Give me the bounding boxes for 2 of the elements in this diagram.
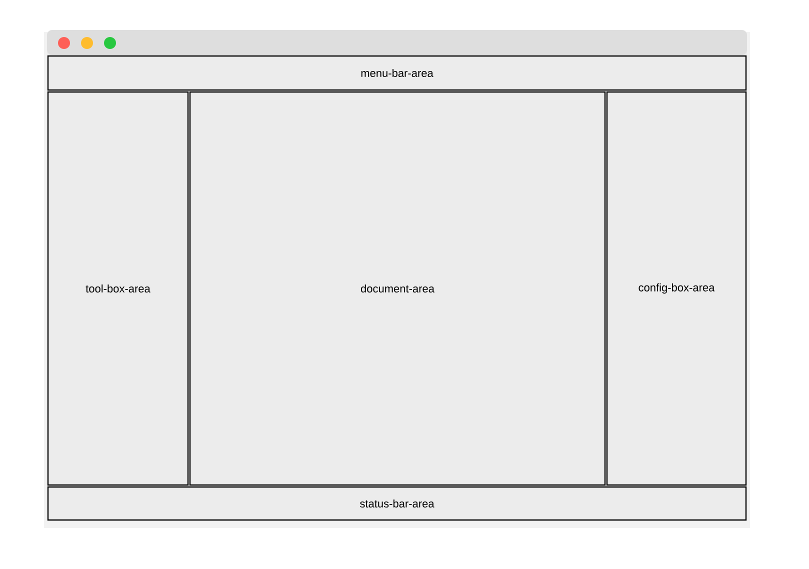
layout-area: status-bar-area [47, 486, 747, 521]
layout-area: menu-bar-area [47, 55, 747, 91]
